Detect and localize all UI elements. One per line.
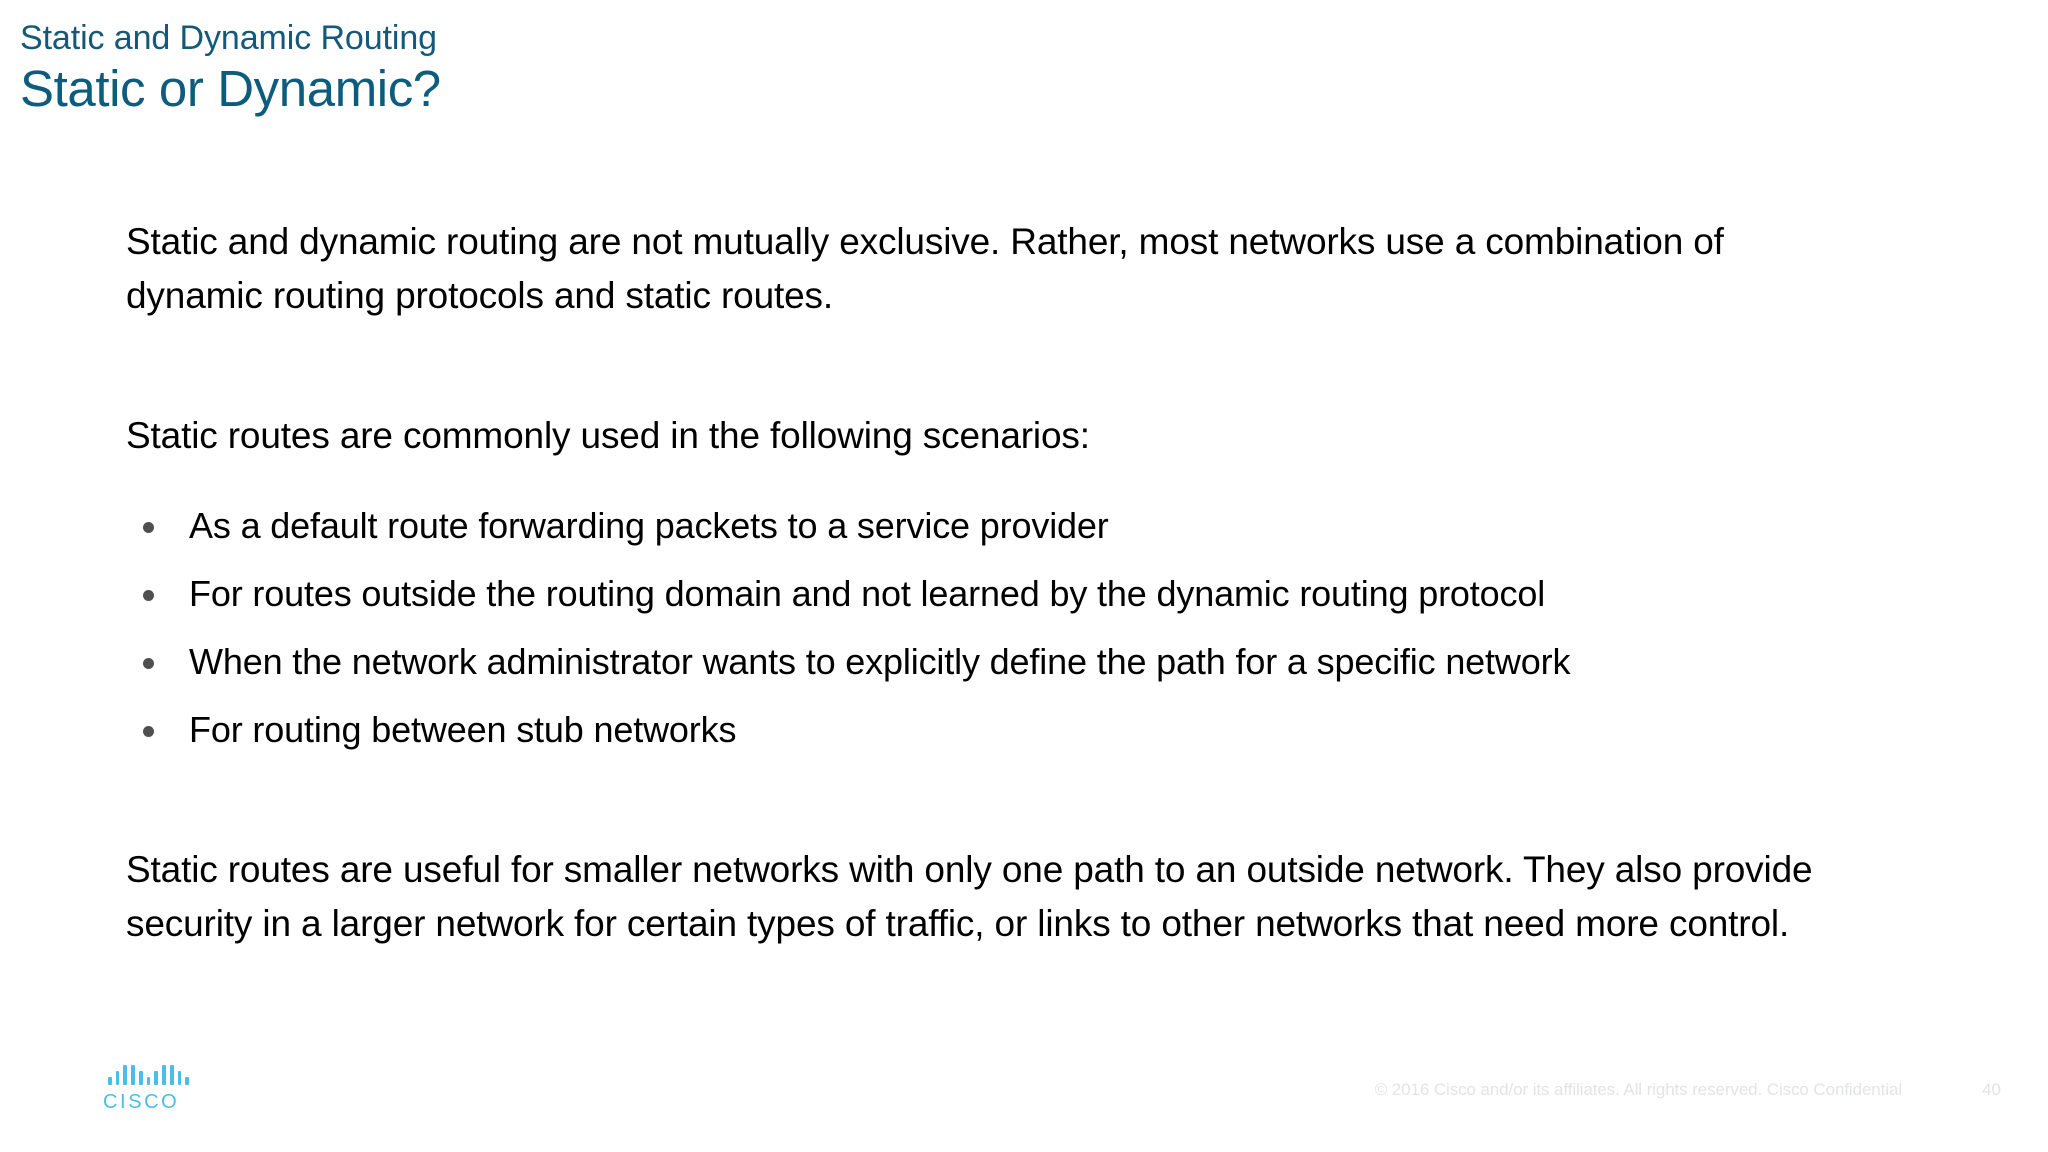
logo-bar — [177, 1071, 182, 1085]
list-item: For routes outside the routing domain an… — [126, 568, 1989, 619]
logo-bar — [146, 1077, 151, 1085]
cisco-logo: CISCO — [103, 1065, 190, 1114]
list-item-label: For routes outside the routing domain an… — [189, 573, 1546, 614]
list-item-label: As a default route forwarding packets to… — [189, 505, 1109, 546]
logo-bar — [154, 1071, 159, 1085]
logo-bar — [131, 1065, 135, 1085]
slide-body: Static and dynamic routing are not mutua… — [126, 178, 1926, 988]
list-item-label: For routing between stub networks — [189, 709, 737, 750]
bullet-dot-icon — [143, 726, 154, 737]
bullet-dot-icon — [143, 658, 154, 669]
list-item-label: When the network administrator wants to … — [189, 641, 1571, 682]
slide-header: Static and Dynamic Routing Static or Dyn… — [20, 18, 1920, 118]
logo-bar — [169, 1065, 174, 1085]
cisco-bridge-icon — [108, 1065, 190, 1085]
logo-bar — [108, 1077, 112, 1085]
summary-paragraph: Static routes are useful for smaller net… — [126, 849, 1813, 944]
cisco-wordmark: CISCO — [103, 1091, 180, 1113]
logo-bar — [115, 1071, 120, 1085]
bullet-dot-icon — [143, 590, 154, 601]
bullet-dot-icon — [143, 522, 154, 533]
section-eyebrow: Static and Dynamic Routing — [20, 19, 437, 57]
slide-footer: CISCO © 2016 Cisco and/or its affiliates… — [0, 1032, 2048, 1152]
page-title: Static or Dynamic? — [20, 60, 441, 117]
scenarios-lead-in: Static routes are commonly used in the f… — [126, 415, 1090, 456]
page-number: 40 — [1982, 1080, 2001, 1099]
list-item: For routing between stub networks — [126, 704, 1989, 755]
logo-bar — [162, 1065, 166, 1085]
logo-bar — [185, 1077, 190, 1085]
logo-bar — [123, 1065, 128, 1085]
logo-bar — [138, 1071, 143, 1085]
copyright-notice: © 2016 Cisco and/or its affiliates. All … — [1374, 1080, 1902, 1099]
list-item: When the network administrator wants to … — [126, 636, 1989, 687]
intro-paragraph: Static and dynamic routing are not mutua… — [126, 221, 1724, 316]
static-route-scenarios-list: As a default route forwarding packets to… — [126, 500, 1926, 755]
list-item: As a default route forwarding packets to… — [126, 500, 1989, 551]
